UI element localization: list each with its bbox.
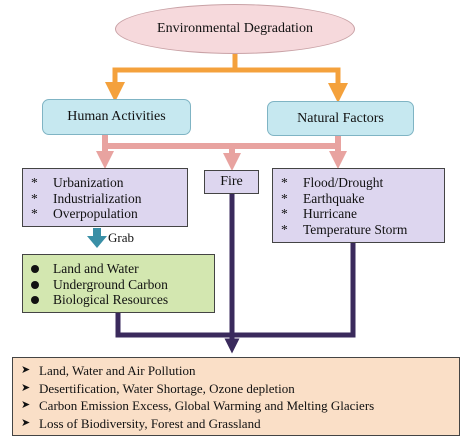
list-item: ➤Land, Water and Air Pollution [21,363,196,378]
bullet-icon [31,280,39,289]
grab-arrow [87,228,107,248]
title-node: Environmental Degradation [115,4,355,54]
human-activities-node: Human Activities [42,99,191,135]
star-icon: * [281,206,288,221]
bullet-icon [31,296,39,304]
star-icon: * [281,190,288,206]
list-item: *Earthquake [281,190,365,206]
arrow-bullet-icon: ➤ [21,364,31,376]
fire-text: Fire [220,174,243,189]
list-item: ➤Loss of Biodiversity, Forest and Grassl… [21,415,261,431]
grab-label: Grab [108,230,134,245]
list-item: Biological Resources [31,292,214,308]
star-icon: * [281,175,288,190]
list-item: *Temperature Storm [281,221,408,237]
list-item: *Urbanization [31,175,124,190]
arrow-bullet-icon: ➤ [21,381,31,394]
natural-factors-text: Natural Factors [297,110,384,126]
star-icon: * [31,175,38,190]
list-item: *Flood/Drought [281,175,384,190]
resources-to-effects-line [115,313,232,338]
human-causes-node: *Urbanization *Industrialization *Overpo… [22,168,188,227]
list-item: *Industrialization [31,190,142,206]
list-item: *Hurricane [281,206,357,221]
list-item: *Overpopulation [31,206,138,221]
title-text: Environmental Degradation [157,21,313,36]
star-icon: * [31,206,38,221]
list-item: ➤Desertification, Water Shortage, Ozone … [21,380,295,396]
natural-to-effects-line [232,243,356,338]
title-to-natural-arrow [235,67,348,103]
natural-causes-node: *Flood/Drought *Earthquake *Hurricane *T… [272,168,445,243]
list-item: ➤Carbon Emission Excess, Global Warming … [21,398,375,413]
bullet-icon [31,265,39,273]
star-icon: * [281,221,288,237]
arrow-bullet-icon: ➤ [21,399,31,411]
arrow-bullet-icon: ➤ [21,416,31,429]
star-icon: * [31,190,38,206]
list-item: Underground Carbon [31,277,214,293]
human-activities-text: Human Activities [67,109,166,124]
resources-node: Land and Water Underground Carbon Biolog… [22,254,215,313]
natural-factors-node: Natural Factors [267,101,414,136]
fire-node: Fire [204,170,259,194]
title-to-human-arrow [105,54,238,102]
effects-node: ➤Land, Water and Air Pollution ➤Desertif… [12,357,460,436]
list-item: Land and Water [31,261,214,277]
